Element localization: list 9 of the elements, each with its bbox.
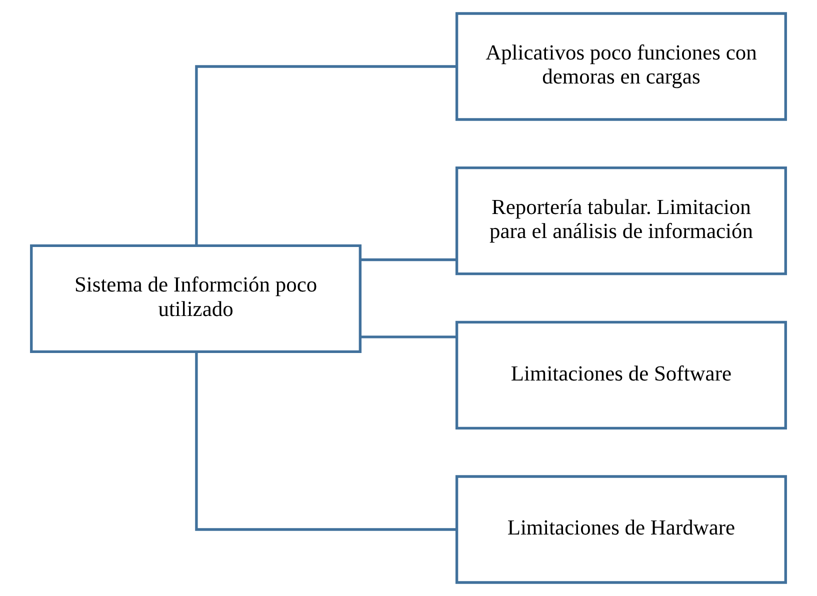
node-box: Aplicativos poco funciones con demoras en cargas (455, 12, 787, 121)
connector (195, 65, 456, 246)
connector (360, 336, 456, 338)
node-box: Reportería tabular. Limitacion para el análisis de información (455, 166, 787, 276)
node-box: Limitaciones de Hardware (455, 475, 787, 584)
node-box: Sistema de Informción poco utilizado (30, 244, 362, 354)
connector (360, 258, 456, 262)
connector (195, 352, 456, 531)
node-box: Limitaciones de Software (455, 320, 787, 430)
